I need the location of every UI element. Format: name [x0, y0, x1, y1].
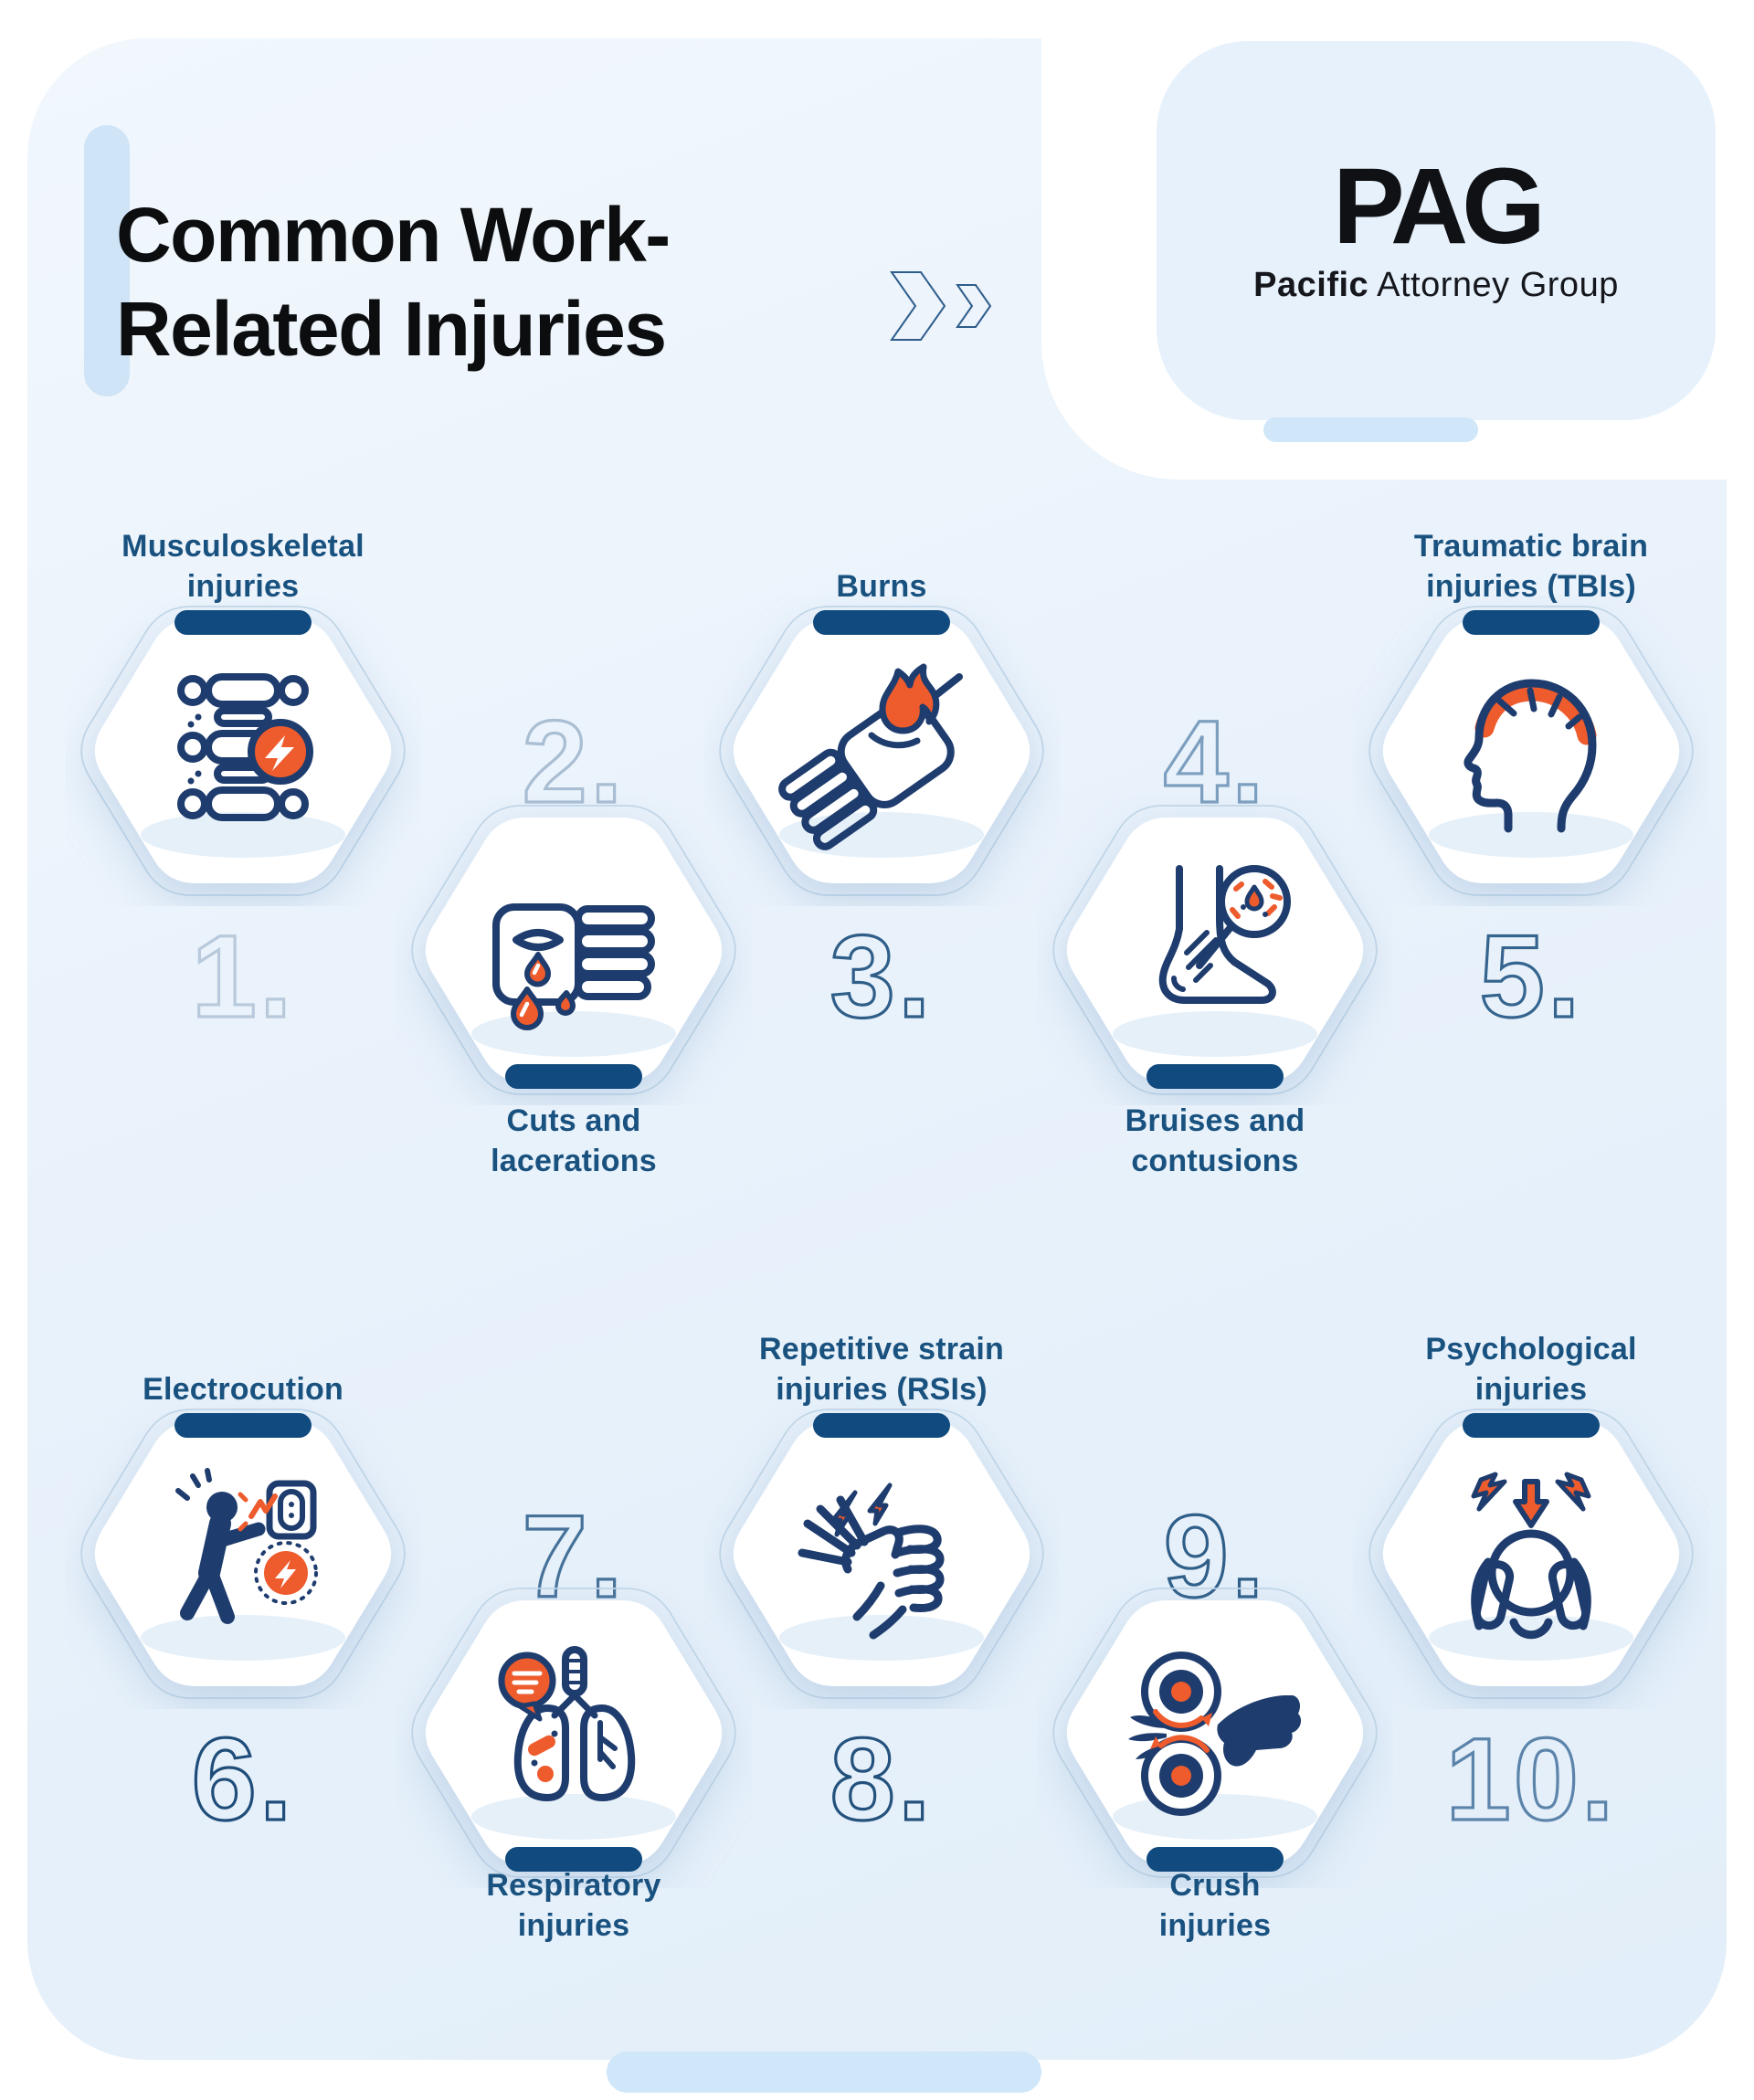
double-chevron-icon	[890, 271, 992, 341]
hexagon-badge-9	[1052, 1588, 1378, 1878]
stress-bolt-icon	[1555, 1472, 1591, 1512]
stress-arrow-icon	[1513, 1479, 1549, 1528]
injury-label-4: Bruises and contusions	[1125, 1103, 1305, 1178]
cut-hand-icon	[492, 903, 655, 1030]
page-title-line2: Related Injuries	[116, 286, 667, 373]
injury-label-8: Repetitive strain injuries (RSIs)	[759, 1332, 1004, 1407]
wrist-pain-icon	[798, 1483, 945, 1640]
page-title: Common Work- Related Injuries	[116, 188, 993, 376]
hexagon-badge-5	[1368, 606, 1694, 896]
bandaged-head-icon	[1463, 679, 1597, 833]
injury-number-10: 10.	[1444, 1713, 1617, 1846]
injury-label-6: Electrocution	[143, 1372, 343, 1407]
hand-in-rollers-icon	[1128, 1652, 1302, 1816]
pain-bolt-icon	[867, 1483, 893, 1526]
electric-shock-person-icon	[175, 1468, 318, 1624]
brand-name-bold: Pacific	[1253, 266, 1369, 304]
injury-label-2: Cuts and lacerations	[491, 1103, 657, 1178]
hexagon-badge-3	[719, 606, 1044, 896]
brand-name: Pacific Attorney Group	[1253, 266, 1619, 305]
brand-logo-card: PAG Pacific Attorney Group	[1157, 41, 1716, 420]
stressed-person-icon	[1471, 1472, 1591, 1640]
blood-drop-icon	[1244, 884, 1264, 912]
decorative-pill-top	[1263, 417, 1478, 442]
hexagon-badge-10	[1368, 1409, 1694, 1699]
injury-number-1: 1.	[190, 910, 295, 1043]
hexagon-badge-4	[1052, 805, 1378, 1095]
title-accent-bar	[84, 125, 130, 396]
brand-name-rest: Attorney Group	[1368, 266, 1619, 304]
lungs-icon	[498, 1646, 636, 1801]
hexagon-badge-8	[719, 1409, 1044, 1699]
hexagon-badge-2	[411, 805, 736, 1095]
injury-label-10: Psychological injuries	[1425, 1332, 1637, 1407]
decorative-pill-bottom	[607, 2052, 1041, 2093]
page-title-line1: Common Work-	[116, 192, 671, 279]
injury-number-5: 5.	[1478, 910, 1583, 1043]
injury-number-3: 3.	[829, 910, 934, 1043]
injury-number-4: 4.	[1162, 695, 1267, 828]
spine-icon	[177, 673, 313, 821]
injury-label-1: Musculoskeletal injuries	[122, 529, 365, 604]
bruised-ankle-icon	[1158, 865, 1291, 1004]
injury-label-3: Burns	[836, 569, 927, 604]
stress-bolt-icon	[1471, 1472, 1507, 1512]
hexagon-badge-7	[411, 1588, 736, 1878]
hexagon-badge-6	[80, 1409, 406, 1699]
hexagon-badge-1	[80, 606, 406, 896]
injury-label-9: Crush injuries	[1158, 1868, 1272, 1943]
injury-number-2: 2.	[521, 695, 626, 828]
injury-number-8: 8.	[829, 1713, 934, 1846]
injury-number-6: 6.	[190, 1713, 295, 1846]
pain-bolt-icon	[830, 1490, 858, 1537]
injury-label-7: Respiratory injuries	[486, 1868, 661, 1943]
burning-hand-icon	[778, 663, 963, 850]
hand-silhouette-icon	[1217, 1695, 1302, 1767]
pag-logo-monogram: PAG	[1333, 146, 1546, 267]
flame-icon	[879, 663, 940, 734]
injury-label-5: Traumatic brain injuries (TBIs)	[1413, 529, 1649, 604]
